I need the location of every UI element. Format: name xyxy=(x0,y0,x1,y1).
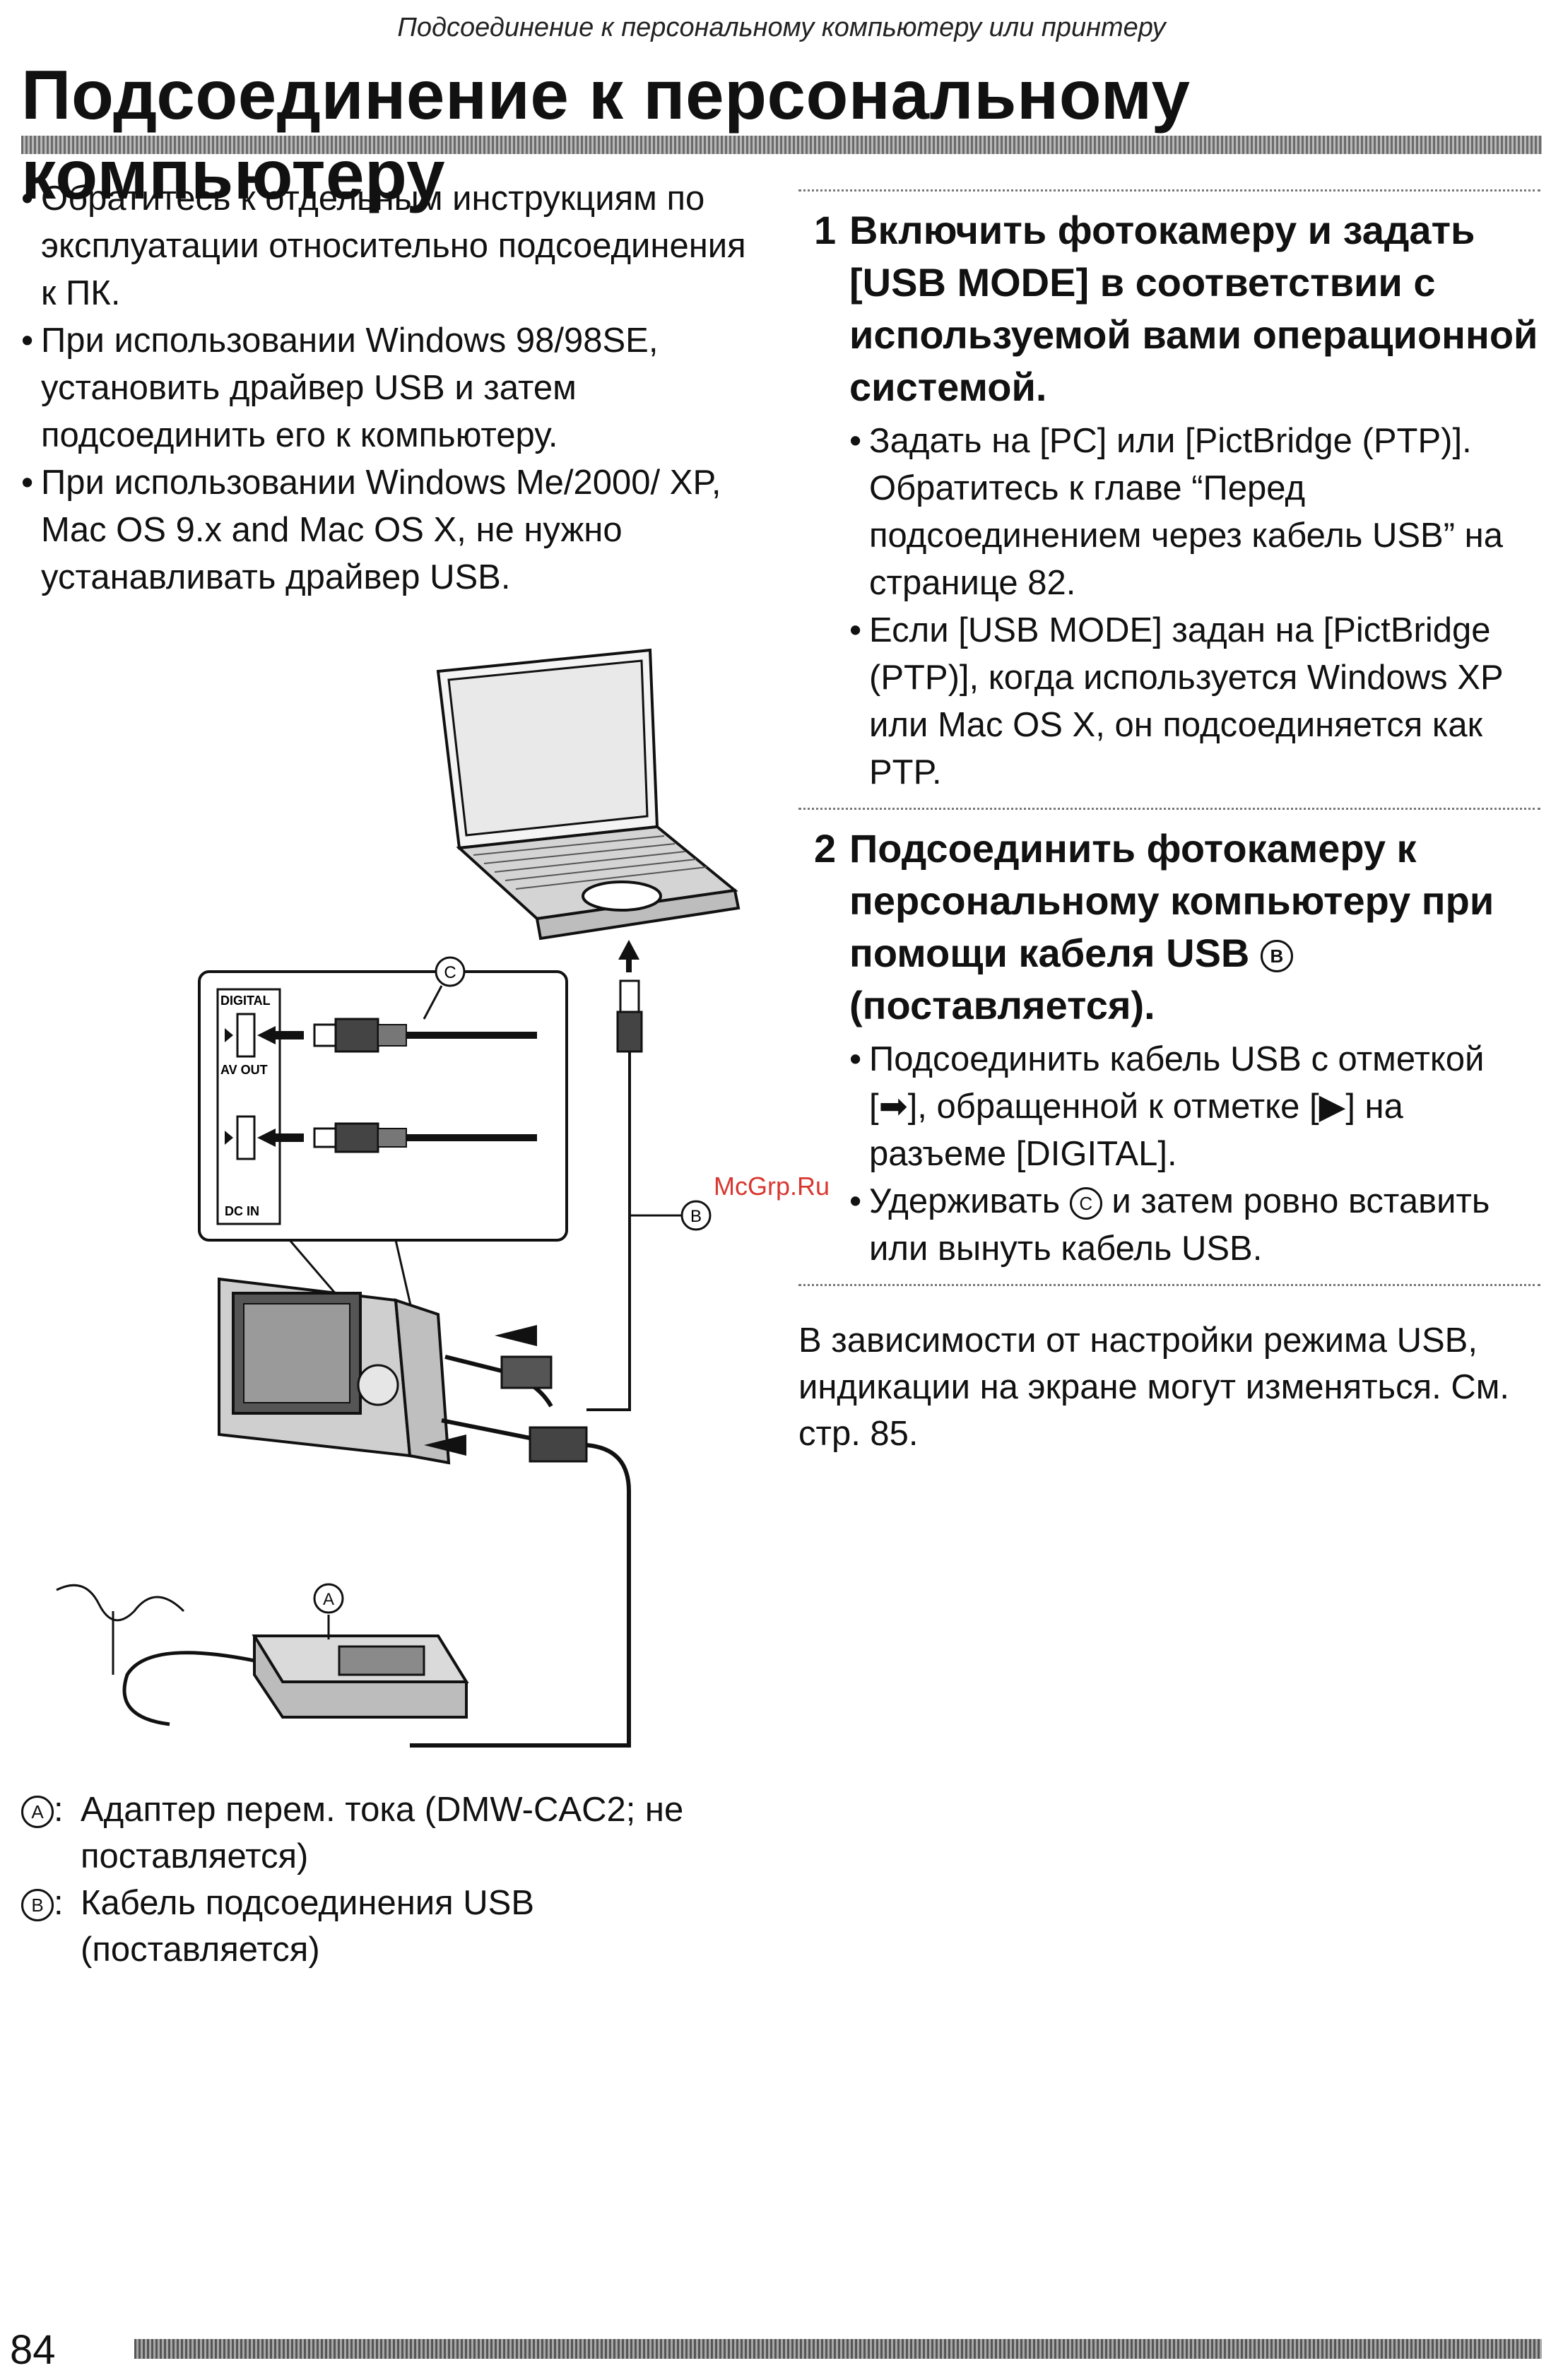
legend-item-a: A: Адаптер перем. тока (DMW-CAC2; не пос… xyxy=(21,1786,756,1880)
camera-illustration xyxy=(218,1277,451,1465)
step-2-title-after: (поставляется). xyxy=(849,983,1155,1027)
legend-key-a: A xyxy=(21,1796,54,1829)
left-column: Обратитесь к отдельным инструкциям по эк… xyxy=(21,175,756,601)
title-underline-bar xyxy=(21,136,1542,154)
connection-illustration: B DIGITAL AV OUT DC IN xyxy=(42,636,749,1752)
step-divider-bottom xyxy=(798,1284,1540,1286)
step-1-bullets: Задать на [PC] или [PictBridge (PTP)]. О… xyxy=(798,418,1540,796)
jack-label-dc-in: DC IN xyxy=(225,1204,259,1218)
callout-b-label: B xyxy=(690,1207,702,1226)
usb-mark-arrow-icon: ➡ xyxy=(878,1088,908,1126)
laptop-illustration xyxy=(436,648,741,941)
legend-sep-b: : xyxy=(54,1884,64,1922)
legend-text-a: Адаптер перем. тока (DMW-CAC2; не постав… xyxy=(81,1791,684,1875)
step-divider-middle xyxy=(798,808,1540,810)
page-number: 84 xyxy=(10,2327,56,2373)
legend-item-b: B: Кабель подсоединения USB (поставляетс… xyxy=(21,1880,756,1973)
step-1-bullet-1: Задать на [PC] или [PictBridge (PTP)]. О… xyxy=(849,418,1540,607)
connection-diagram-svg: B DIGITAL AV OUT DC IN xyxy=(56,648,741,1748)
step-2-number: 2 xyxy=(814,826,837,871)
camera-cables xyxy=(410,1355,631,1748)
left-bullet-1: Обратитесь к отдельным инструкциям по эк… xyxy=(21,175,756,317)
plug-arrows xyxy=(424,1325,537,1456)
right-column: 1 Включить фотокамеру и задать [USB MODE… xyxy=(798,189,1540,1492)
step-2-bullet-1: Подсоединить кабель USB с отметкой [➡], … xyxy=(849,1036,1540,1178)
step-2-title: 2 Подсоединить фотокамеру к персональном… xyxy=(798,823,1540,1032)
step-1-title: 1 Включить фотокамеру и задать [USB MODE… xyxy=(798,204,1540,413)
watermark: McGrp.Ru xyxy=(714,1172,830,1201)
step-2-bullet-2: Удерживать C и затем ровно вставить или … xyxy=(849,1178,1540,1273)
step-2-bullets: Подсоединить кабель USB с отметкой [➡], … xyxy=(798,1036,1540,1273)
legend-sep-a: : xyxy=(54,1791,64,1829)
step-2-title-circle-b: B xyxy=(1260,940,1293,973)
usb-plug-pc xyxy=(616,979,643,1053)
footer-bar xyxy=(134,2339,1542,2359)
jack-label-digital: DIGITAL xyxy=(220,994,271,1008)
step-2-bullet-1-part-1: Подсоединить кабель USB с отметкой [ xyxy=(869,1040,1485,1126)
usb-arrow-up xyxy=(618,940,639,972)
callout-a-label: A xyxy=(323,1590,334,1609)
step-1-bullet-2: Если [USB MODE] задан на [PictBridge (PT… xyxy=(849,607,1540,796)
usb-mode-note: В зависимости от настройки режима USB, и… xyxy=(798,1321,1510,1453)
figure-legend: A: Адаптер перем. тока (DMW-CAC2; не пос… xyxy=(21,1786,756,1973)
step-1-number: 1 xyxy=(814,208,837,252)
callout-b: B xyxy=(680,1200,712,1231)
step-2-bullet-2-part-1: Удерживать xyxy=(869,1182,1061,1220)
step-2-bullet-1-part-2: ], обращенной к отметке [ xyxy=(907,1088,1319,1126)
step-1-title-text: Включить фотокамеру и задать [USB MODE] … xyxy=(849,208,1538,409)
jack-mark-triangle-icon: ▶ xyxy=(1319,1088,1346,1126)
left-bullet-2: При использовании Windows 98/98SE, устан… xyxy=(21,317,756,459)
running-header: Подсоединение к персональному компьютеру… xyxy=(397,13,1166,42)
step-2-bullet-2-part-2: и затем ровно вставить или вынуть кабель… xyxy=(869,1182,1490,1268)
step-2-bullet-1-part-3: ] на разъеме [DIGITAL]. xyxy=(869,1088,1403,1173)
left-bullet-3: При использовании Windows Me/2000/ XP, M… xyxy=(21,459,756,601)
step-2-bullet-2-circle-c: C xyxy=(1069,1187,1102,1220)
callout-c-label: C xyxy=(444,963,456,982)
usb-cable-b xyxy=(586,1051,631,1411)
legend-text-b: Кабель подсоединения USB (поставляется) xyxy=(81,1884,535,1969)
ac-adapter-illustration: A xyxy=(56,1583,469,1726)
jack-label-av-out: AV OUT xyxy=(220,1063,268,1077)
jack-detail-box: DIGITAL AV OUT DC IN C xyxy=(198,956,568,1365)
legend-key-b: B xyxy=(21,1889,54,1922)
step-2-title-text: Подсоединить фотокамеру к персональному … xyxy=(849,826,1494,975)
step-divider-top xyxy=(798,189,1540,192)
